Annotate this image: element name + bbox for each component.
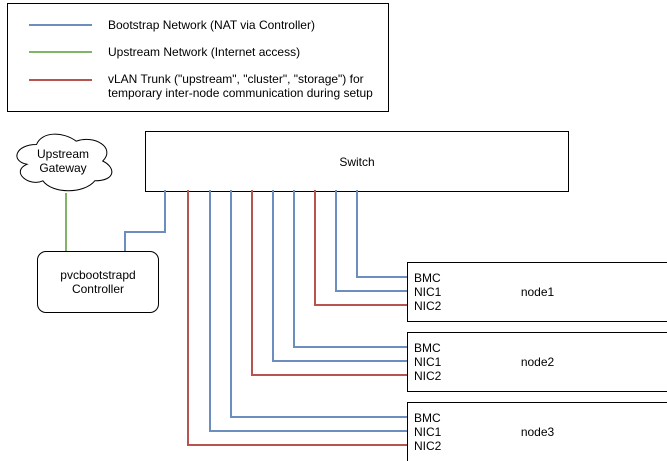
node3-box: BMC NIC1 NIC2 node3: [407, 402, 667, 461]
legend-label-bootstrap: Bootstrap Network (NAT via Controller): [108, 18, 315, 32]
controller-label: pvcbootstrapd Controller: [60, 268, 136, 296]
switch-box: Switch: [145, 131, 569, 192]
node1-ports: BMC NIC1 NIC2: [414, 271, 441, 313]
connector-switch-controller: [124, 190, 166, 251]
connector-switch-node3-bmc: [230, 190, 407, 418]
node2-port-nic1: NIC1: [414, 355, 442, 369]
connector-switch-node2-bmc: [293, 190, 407, 348]
node1-port-bmc: BMC: [414, 271, 441, 285]
upstream-gateway-cloud: Upstream Gateway: [10, 128, 116, 194]
node3-port-nic2: NIC2: [414, 439, 442, 453]
trunk-line-swatch-icon: [29, 79, 92, 81]
connector-switch-node2-nic1: [272, 190, 407, 362]
legend: Bootstrap Network (NAT via Controller) U…: [7, 3, 389, 112]
connector-switch-node1-bmc: [356, 190, 407, 278]
node2-ports: BMC NIC1 NIC2: [414, 341, 441, 383]
node2-port-nic2: NIC2: [414, 369, 442, 383]
connector-switch-node3-nic1: [209, 190, 407, 432]
node2-label: node2: [520, 355, 555, 369]
upstream-line-swatch-icon: [29, 51, 92, 53]
node1-port-nic1: NIC1: [414, 285, 442, 299]
connector-switch-node1-nic1: [335, 190, 407, 292]
connector-switch-node2-nic2: [251, 190, 407, 376]
node2-box: BMC NIC1 NIC2 node2: [407, 332, 667, 392]
upstream-gateway-label: Upstream Gateway: [36, 147, 89, 175]
node3-ports: BMC NIC1 NIC2: [414, 411, 441, 453]
node1-port-nic2: NIC2: [414, 299, 442, 313]
connector-switch-node1-nic2: [314, 190, 407, 306]
node1-box: BMC NIC1 NIC2 node1: [407, 262, 667, 322]
legend-label-trunk: vLAN Trunk ("upstream", "cluster", "stor…: [108, 72, 373, 100]
controller-box: pvcbootstrapd Controller: [37, 251, 159, 313]
bootstrap-line-swatch-icon: [29, 24, 92, 26]
node1-label: node1: [520, 285, 555, 299]
node2-port-bmc: BMC: [414, 341, 441, 355]
cloud-shape-icon: [16, 133, 113, 192]
node3-label: node3: [520, 425, 555, 439]
switch-label: Switch: [339, 154, 375, 169]
legend-label-upstream: Upstream Network (Internet access): [108, 45, 301, 59]
connector-switch-node3-nic2: [187, 190, 407, 446]
node3-port-nic1: NIC1: [414, 425, 442, 439]
node3-port-bmc: BMC: [414, 411, 441, 425]
